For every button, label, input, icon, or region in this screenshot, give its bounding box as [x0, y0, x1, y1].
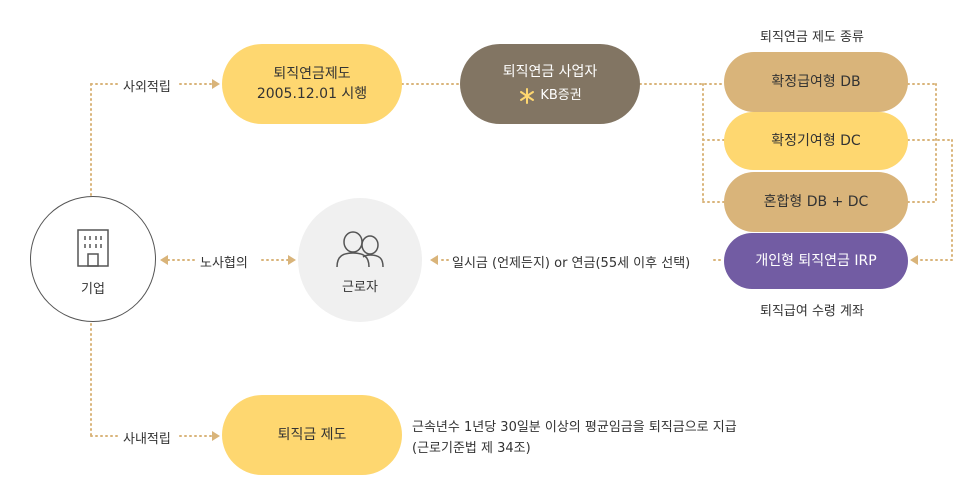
- mixed-pill: 혼합형 DB + DC: [724, 172, 908, 232]
- db-pill: 확정급여형 DB: [724, 52, 908, 112]
- company-label: 기업: [81, 281, 105, 297]
- arrow-to-severance: [212, 431, 220, 441]
- severance-pill: 퇴직금 제도: [222, 395, 402, 475]
- irp-caption: 퇴직급여 수령 계좌: [760, 304, 864, 319]
- payout-label: 일시금 (언제든지) or 연금(55세 이후 선택): [452, 256, 691, 271]
- severance-desc-2: (근로기준법 제 34조): [412, 441, 531, 456]
- provider-logo: KB증권: [518, 86, 582, 106]
- severance-desc-1: 근속년수 1년당 30일분 이상의 평균임금을 퇴직금으로 지급: [412, 420, 737, 435]
- arrow-to-worker-from-irp: [430, 255, 438, 265]
- arrow-to-irp: [910, 255, 918, 265]
- external-label: 사외적립: [123, 80, 171, 95]
- arrow-to-system: [212, 79, 220, 89]
- provider-pill: 퇴직연금 사업자 KB증권: [460, 44, 640, 124]
- pension-system-date: 2005.12.01 시행: [256, 86, 368, 102]
- types-title: 퇴직연금 제도 종류: [760, 30, 864, 45]
- kb-star-icon: [518, 87, 536, 105]
- arrow-to-worker-from-company: [288, 255, 296, 265]
- company-node: 기업: [30, 196, 156, 322]
- worker-label: 근로자: [342, 279, 378, 295]
- people-icon: [333, 230, 387, 268]
- severance-label: 퇴직금 제도: [277, 427, 347, 443]
- internal-label: 사내적립: [123, 432, 171, 447]
- pension-system-title: 퇴직연금제도: [273, 66, 351, 82]
- provider-title: 퇴직연금 사업자: [502, 64, 598, 80]
- pension-system-pill: 퇴직연금제도 2005.12.01 시행: [222, 44, 402, 124]
- labor-label: 노사협의: [200, 256, 248, 271]
- db-label: 확정급여형 DB: [771, 74, 861, 90]
- building-icon: [76, 228, 110, 268]
- dc-label: 확정기여형 DC: [771, 133, 861, 149]
- arrow-to-company: [160, 255, 168, 265]
- irp-label: 개인형 퇴직연금 IRP: [755, 253, 877, 269]
- mixed-label: 혼합형 DB + DC: [763, 194, 869, 210]
- provider-logo-text: KB증권: [540, 88, 582, 103]
- dc-pill: 확정기여형 DC: [724, 112, 908, 170]
- irp-pill: 개인형 퇴직연금 IRP: [724, 233, 908, 289]
- worker-node: 근로자: [298, 198, 422, 322]
